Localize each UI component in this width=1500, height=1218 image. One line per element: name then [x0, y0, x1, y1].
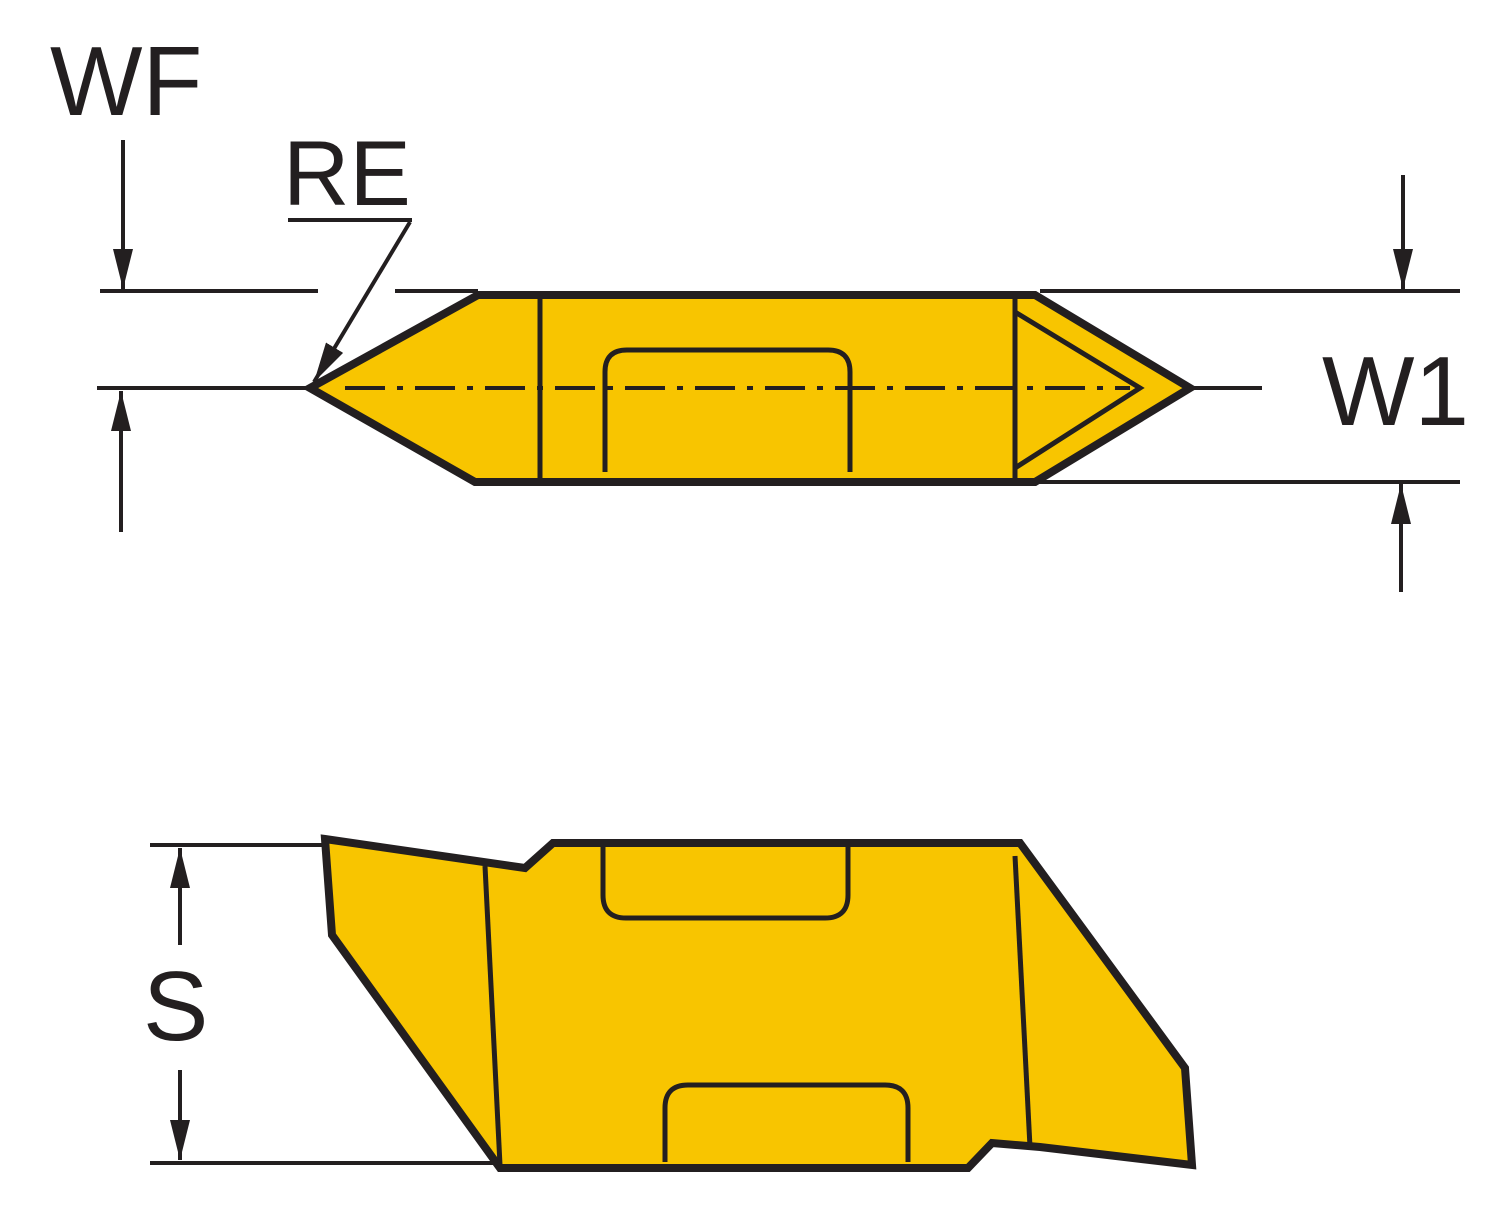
label-re: RE	[283, 123, 411, 225]
insert-side-body	[320, 834, 1197, 1172]
insert-side-top-slot	[600, 847, 851, 921]
label-wf: WF	[50, 26, 202, 136]
insert-side-view	[320, 834, 1197, 1172]
re-leader-arrow	[312, 220, 412, 384]
insert-top-right-chamfer	[1013, 309, 1145, 471]
label-w1: W1	[1322, 336, 1469, 446]
side-dimension-lines	[150, 843, 500, 1165]
top-dimension-lines	[97, 140, 1460, 592]
insert-side-left-edge	[482, 865, 503, 1166]
insert-top-view	[301, 291, 1198, 486]
insert-top-slot	[602, 347, 853, 472]
insert-side-right-edge	[1012, 855, 1033, 1148]
insert-side-bottom-slot	[662, 1082, 911, 1162]
label-s: S	[143, 951, 208, 1061]
